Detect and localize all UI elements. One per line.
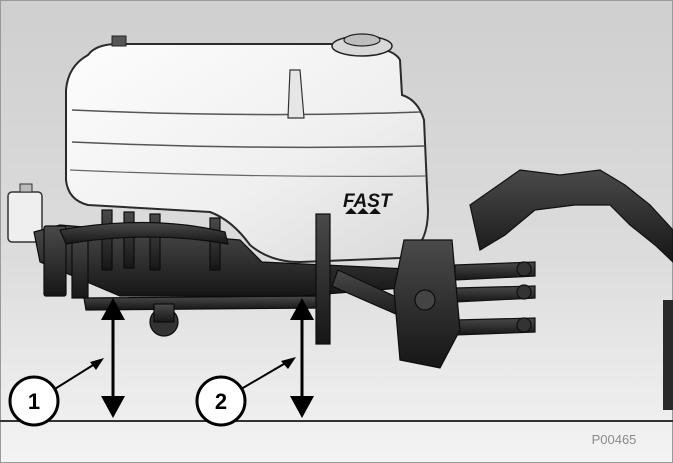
callout-2: 2 [195, 357, 296, 427]
rinse-tank [7, 183, 43, 243]
brand-logo-triangles [345, 208, 381, 214]
callout-2-label: 2 [215, 389, 227, 414]
callout-1-label: 1 [28, 389, 40, 414]
brand-logo: FAST [343, 191, 393, 212]
tank: FAST [65, 33, 430, 264]
height-arrow-2 [290, 298, 314, 418]
height-arrow-1 [101, 298, 125, 418]
chassis-frame [33, 209, 461, 369]
image-code: P00465 [592, 432, 637, 447]
callout-1: 1 [8, 358, 104, 427]
